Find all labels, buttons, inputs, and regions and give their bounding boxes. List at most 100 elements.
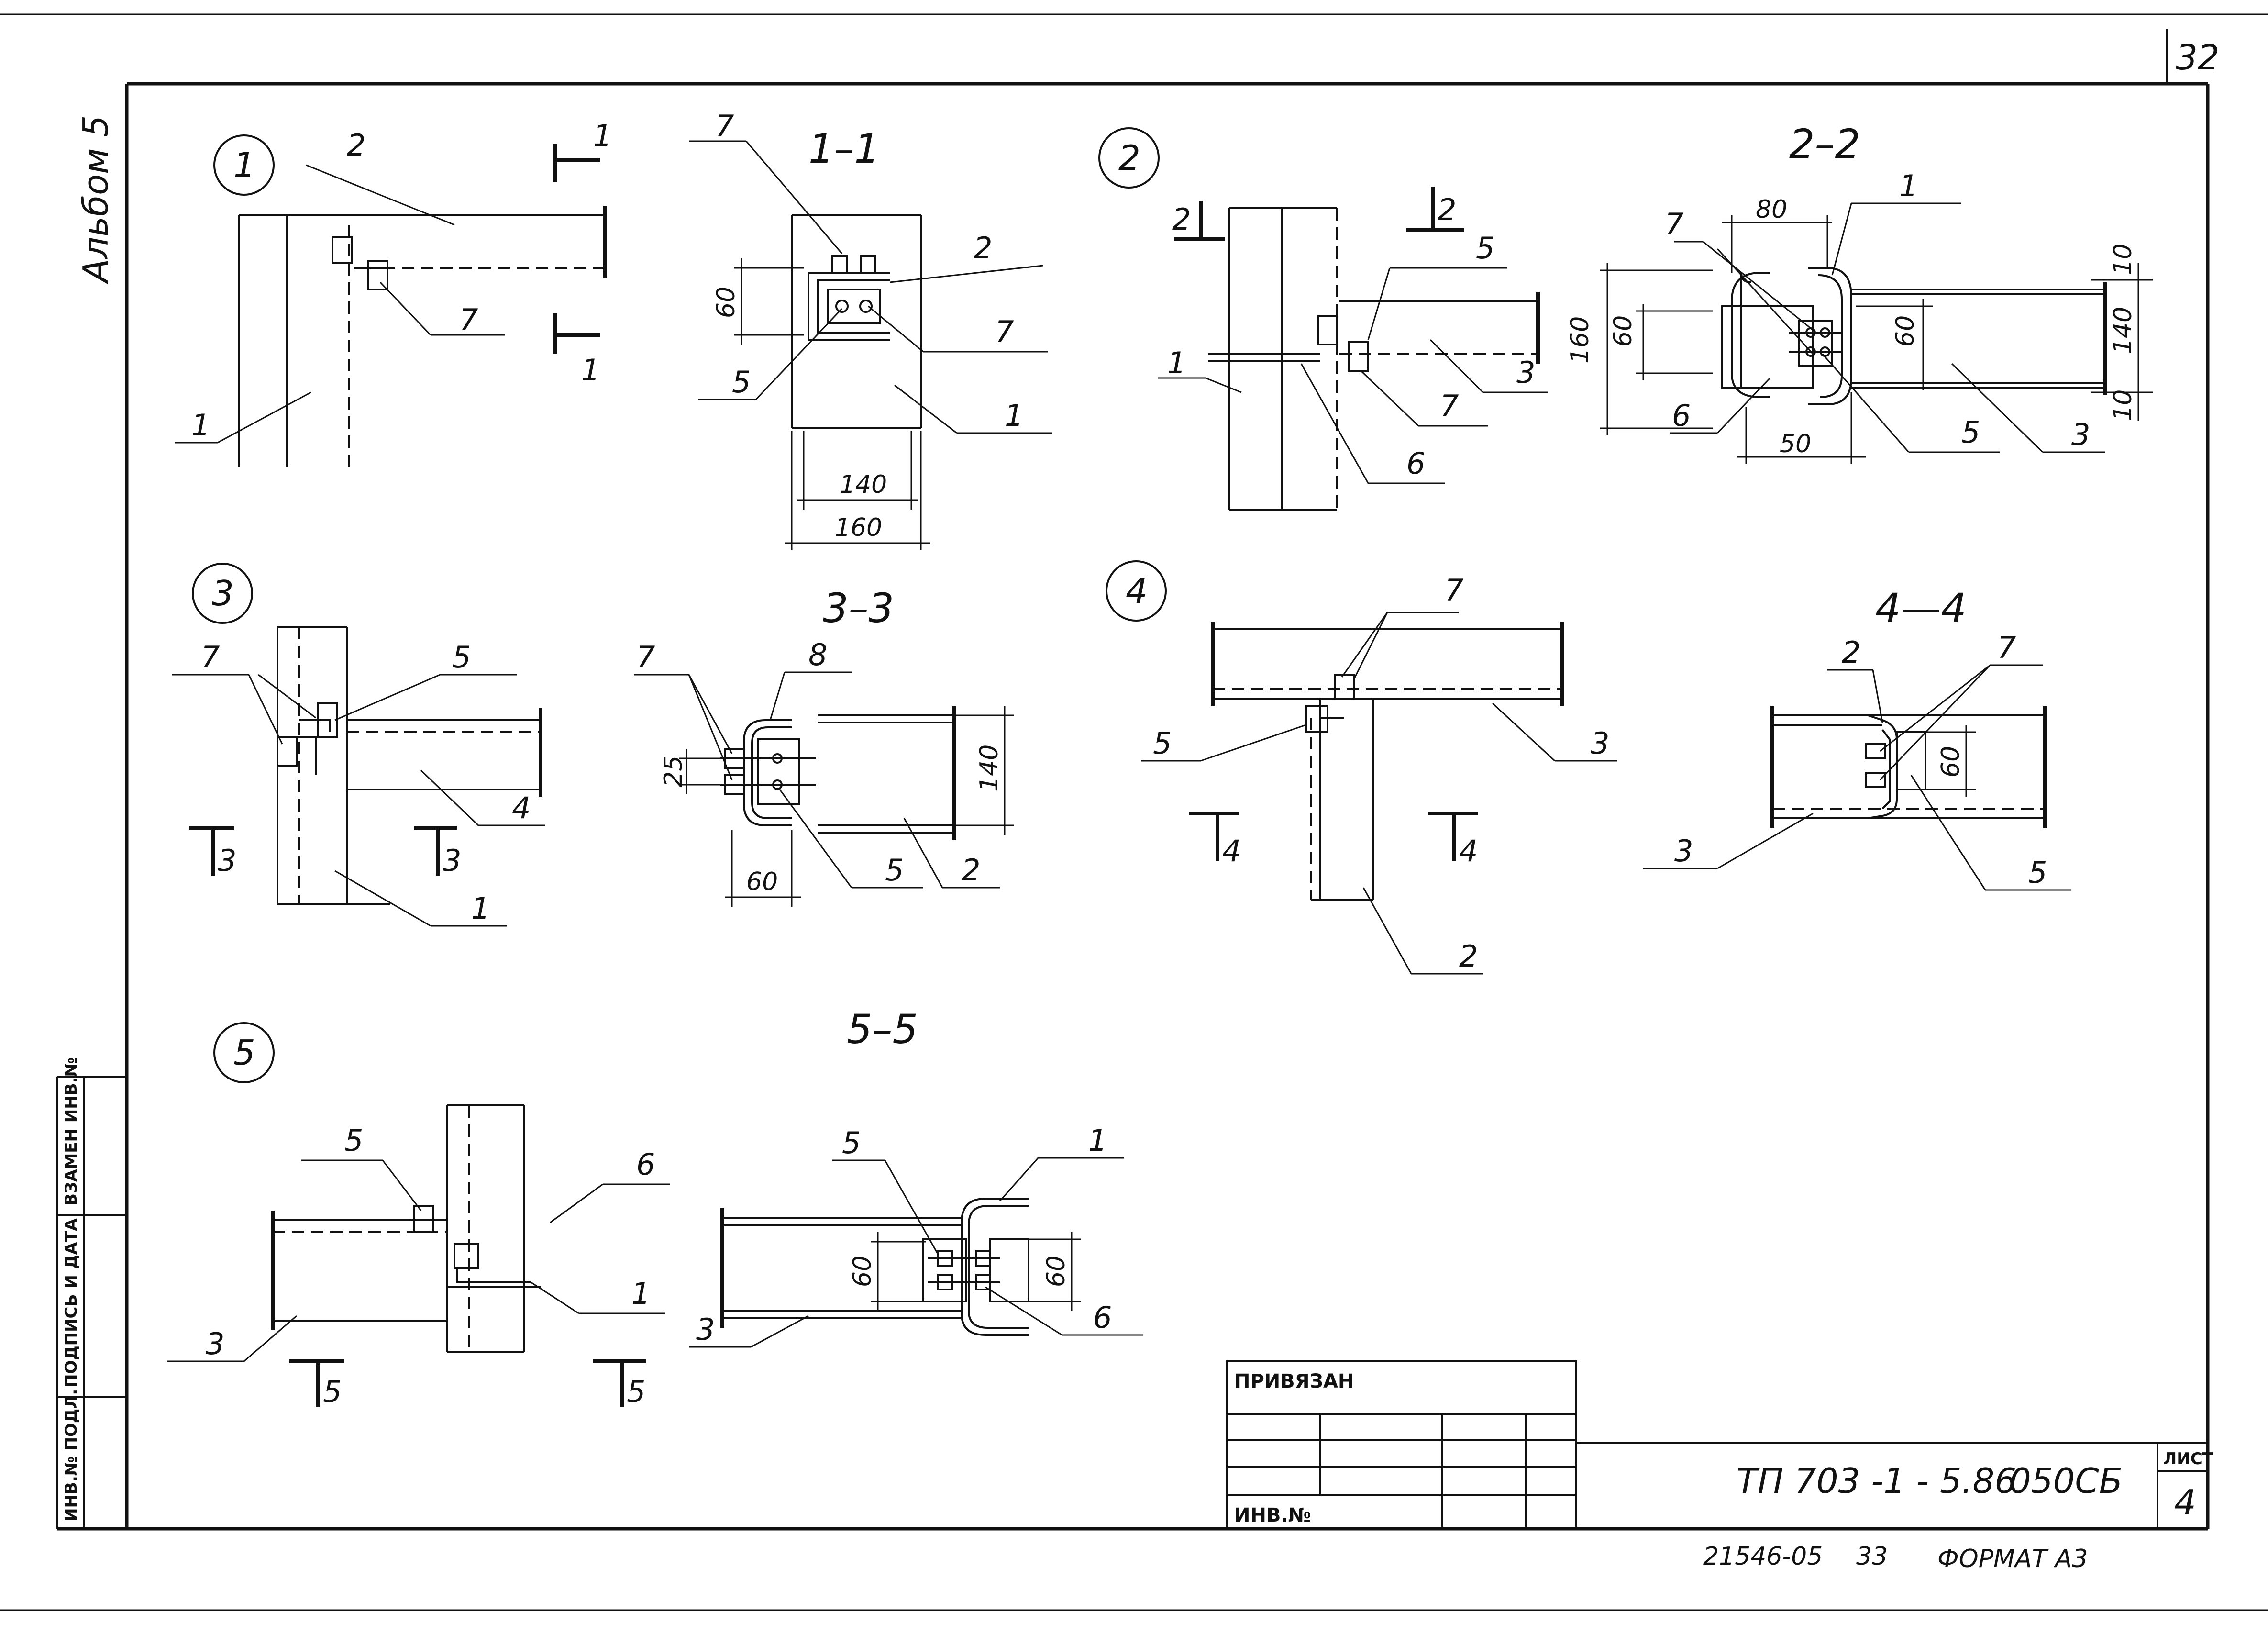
s11-leader-5: 5 bbox=[732, 365, 751, 400]
s11-leader-1: 1 bbox=[1005, 398, 1023, 433]
side-replace-inv: ВЗАМЕН ИНВ.№ bbox=[62, 1057, 81, 1206]
node1-leader-1: 1 bbox=[191, 408, 210, 443]
node-3-drawing bbox=[172, 563, 545, 927]
s55-dim-60b: 60 bbox=[1042, 1256, 1071, 1287]
n4-leader-3: 3 bbox=[1591, 726, 1609, 761]
s22-leader-6: 6 bbox=[1672, 398, 1691, 433]
s33-dim-25: 25 bbox=[659, 756, 688, 787]
n5-leader-3: 3 bbox=[206, 1326, 224, 1361]
n3-leader-5: 5 bbox=[452, 640, 471, 675]
n5-leader-6: 6 bbox=[636, 1147, 655, 1182]
cut-4-right: 4 bbox=[1459, 834, 1478, 868]
s55-leader-5: 5 bbox=[842, 1125, 861, 1160]
section-2-2-drawing bbox=[1600, 202, 2153, 464]
document-code: ТП 703 -1 - 5.86 bbox=[1737, 1461, 2016, 1501]
cut-2-left: 2 bbox=[1172, 202, 1191, 237]
sheet-frame bbox=[0, 13, 2268, 1611]
s11-leader-2: 2 bbox=[974, 231, 992, 266]
node-3-number: 3 bbox=[212, 573, 234, 613]
s22-dim-60: 60 bbox=[1609, 315, 1637, 347]
album-label: Альбом 5 bbox=[76, 115, 116, 284]
node-1-number: 1 bbox=[233, 145, 255, 185]
cut-2-right: 2 bbox=[1438, 192, 1456, 227]
s11-dim-60: 60 bbox=[712, 287, 741, 318]
s33-leader-2: 2 bbox=[962, 853, 980, 888]
s22-dim-50: 50 bbox=[1780, 430, 1811, 458]
s22-dim-60b: 60 bbox=[1891, 315, 1920, 347]
node-5-number: 5 bbox=[233, 1033, 255, 1073]
title-block bbox=[1226, 1360, 2208, 1530]
page-number: 32 bbox=[2176, 37, 2220, 78]
n3-leader-1: 1 bbox=[471, 891, 490, 926]
bottom-number: 33 bbox=[1856, 1542, 1888, 1571]
s44-leader-7: 7 bbox=[1997, 630, 2016, 665]
s22-dim-80: 80 bbox=[1756, 195, 1787, 224]
s33-leader-7: 7 bbox=[636, 640, 655, 675]
s33-dim-140: 140 bbox=[975, 745, 1004, 792]
format-label: ФОРМАТ А3 bbox=[1937, 1545, 2088, 1573]
n5-leader-5: 5 bbox=[344, 1123, 363, 1158]
side-inv-sub: ИНВ.№ ПОДЛ. bbox=[62, 1389, 81, 1522]
cut-5-right: 5 bbox=[627, 1374, 645, 1409]
n3-leader-7: 7 bbox=[201, 640, 220, 675]
n4-leader-7: 7 bbox=[1445, 573, 1463, 608]
section-5-5-title: 5–5 bbox=[847, 1006, 918, 1053]
bottom-code: 21546-05 bbox=[1703, 1542, 1823, 1571]
n2-leader-7: 7 bbox=[1440, 389, 1459, 423]
s22-leader-7: 7 bbox=[1665, 207, 1683, 242]
n2-leader-3: 3 bbox=[1516, 355, 1535, 390]
section-1-1-drawing bbox=[689, 140, 1052, 550]
s22-leader-3: 3 bbox=[2071, 417, 2090, 452]
s11-dim-160: 160 bbox=[835, 513, 882, 542]
node-4-number: 4 bbox=[1126, 571, 1148, 611]
section-2-2-title: 2–2 bbox=[1789, 121, 1860, 167]
s22-dim-160: 160 bbox=[1566, 316, 1594, 364]
cut-5-left: 5 bbox=[323, 1374, 342, 1409]
section-3-3-drawing bbox=[634, 671, 1014, 907]
s11-leader-7: 7 bbox=[715, 109, 734, 144]
node-5-drawing bbox=[167, 1022, 670, 1407]
section-1-1-title: 1–1 bbox=[808, 125, 880, 172]
cut-4-left: 4 bbox=[1222, 834, 1241, 868]
sheet-number: 4 bbox=[2174, 1482, 2196, 1523]
cut-3-right: 3 bbox=[443, 843, 461, 878]
s33-leader-5: 5 bbox=[885, 853, 904, 888]
section-3-3-title: 3–3 bbox=[823, 585, 894, 632]
s22-dim-140: 140 bbox=[2109, 307, 2137, 354]
s22-dim-10: 10 bbox=[2109, 244, 2137, 275]
s22-leader-5: 5 bbox=[1961, 415, 1980, 450]
node-4-drawing bbox=[1106, 560, 1617, 975]
stamp-linked: ПРИВЯЗАН bbox=[1234, 1370, 1354, 1392]
cut-3-left: 3 bbox=[218, 843, 236, 878]
node-2-drawing bbox=[1098, 127, 1548, 511]
section-4-4-drawing bbox=[1643, 664, 2071, 891]
n4-leader-2: 2 bbox=[1459, 939, 1478, 974]
node-2-number: 2 bbox=[1118, 138, 1140, 178]
stamp-inv-no: ИНВ.№ bbox=[1234, 1504, 1311, 1526]
s11-dim-140: 140 bbox=[840, 470, 887, 499]
cut-1-top: 1 bbox=[593, 118, 612, 153]
s44-leader-3: 3 bbox=[1674, 834, 1693, 868]
s22-leader-1: 1 bbox=[1899, 168, 1918, 203]
side-table bbox=[56, 1076, 127, 1529]
s55-leader-6: 6 bbox=[1093, 1300, 1112, 1335]
cut-1-bottom: 1 bbox=[581, 353, 600, 388]
n2-leader-6: 6 bbox=[1406, 446, 1425, 481]
node1-leader-2: 2 bbox=[347, 128, 365, 163]
n2-leader-1: 1 bbox=[1167, 345, 1186, 380]
n2-leader-5: 5 bbox=[1476, 231, 1494, 266]
n3-leader-4: 4 bbox=[512, 790, 531, 825]
side-sign-date: ПОДПИСЬ И ДАТА bbox=[62, 1218, 81, 1388]
s55-leader-3: 3 bbox=[696, 1312, 715, 1347]
s55-dim-60: 60 bbox=[848, 1256, 877, 1287]
sheet-label: ЛИСТ bbox=[2163, 1449, 2214, 1468]
n5-leader-1: 1 bbox=[631, 1276, 650, 1311]
s44-leader-5: 5 bbox=[2028, 855, 2047, 890]
s44-leader-2: 2 bbox=[1842, 635, 1860, 670]
section-4-4-title: 4—4 bbox=[1875, 585, 1967, 632]
s44-dim-60: 60 bbox=[1936, 746, 1965, 778]
n4-leader-5: 5 bbox=[1153, 726, 1172, 761]
node-1-drawing bbox=[175, 134, 607, 467]
node1-leader-7: 7 bbox=[459, 302, 478, 337]
